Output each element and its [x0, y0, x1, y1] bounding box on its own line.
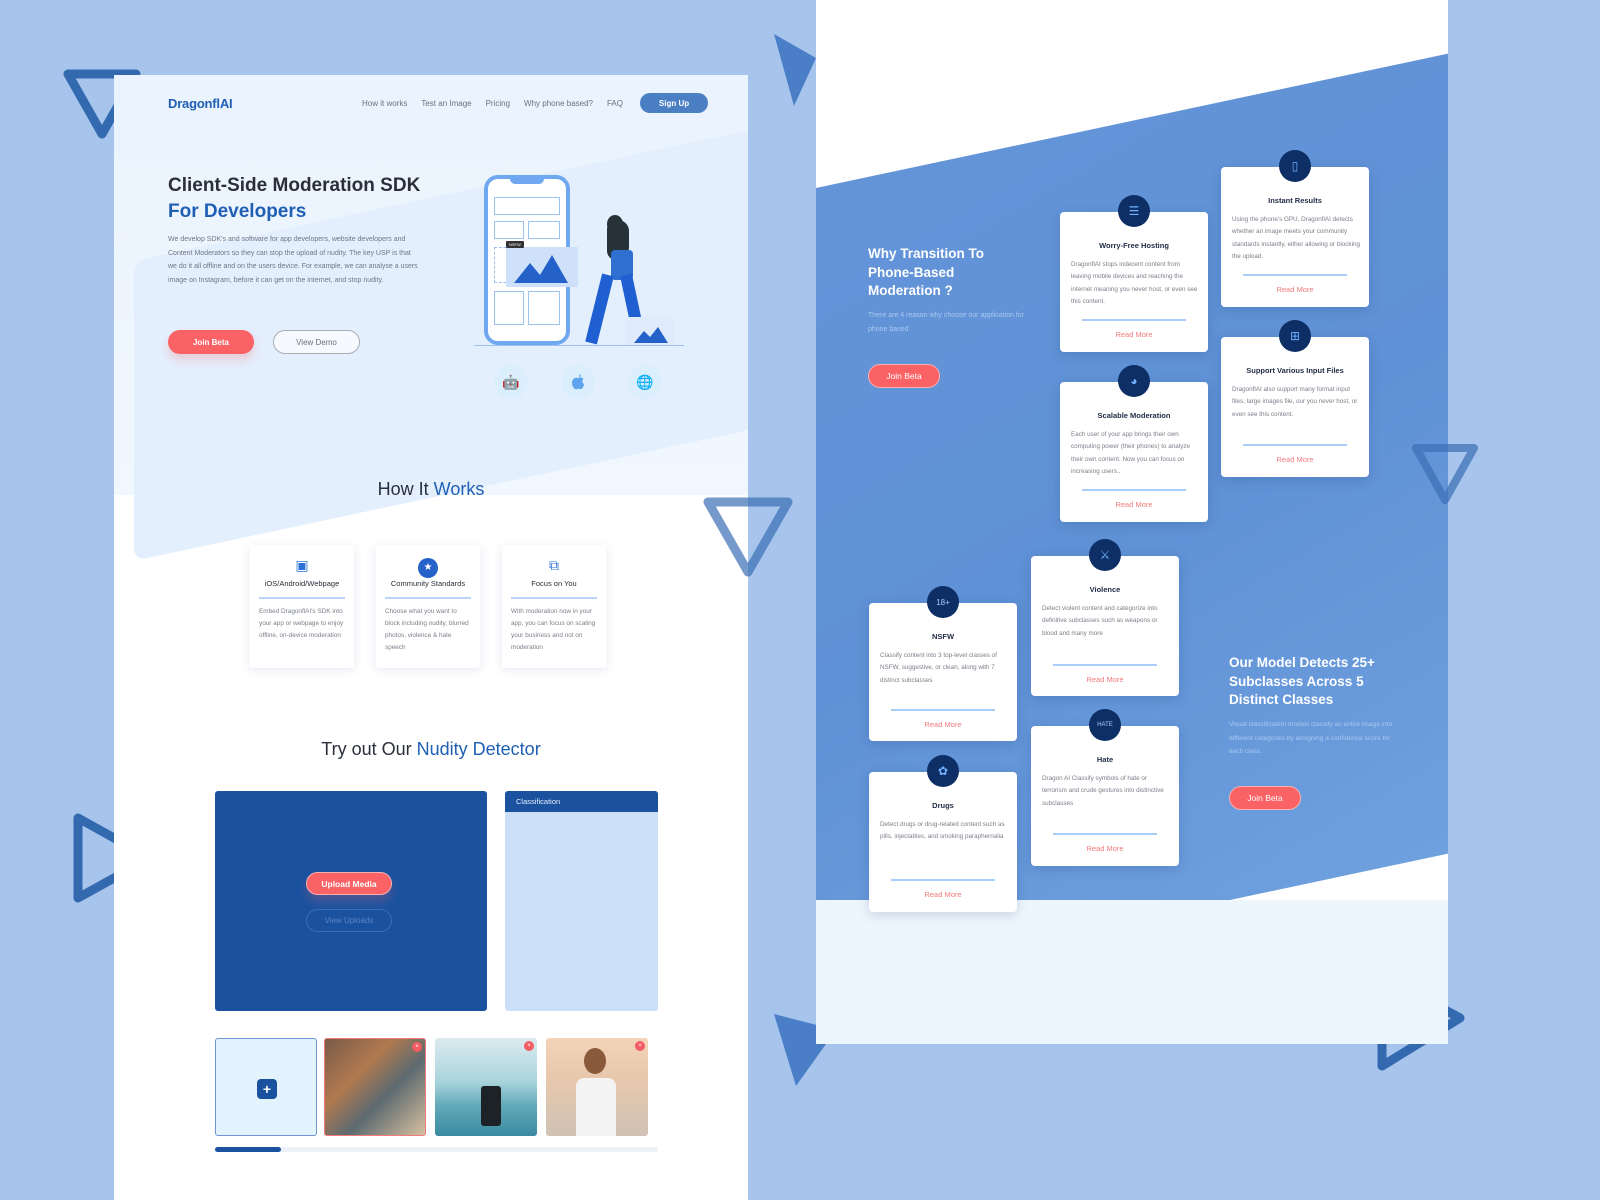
logo[interactable]: DragonflAI: [168, 96, 233, 111]
grid-nodes-icon: ⊞: [1279, 320, 1311, 352]
read-more-link[interactable]: Read More: [1276, 285, 1314, 294]
remove-icon[interactable]: ×: [635, 1041, 645, 1051]
how-it-works-title: How It Works: [377, 479, 485, 499]
landing-page-left: DragonflAI How it works Test an Image Pr…: [114, 75, 748, 1200]
nsfw-tag: NSFW: [506, 241, 524, 248]
remove-icon[interactable]: ×: [524, 1041, 534, 1051]
read-more-link[interactable]: Read More: [1115, 330, 1153, 339]
read-more-link[interactable]: Read More: [924, 890, 962, 899]
nav-link-why-phone[interactable]: Why phone based?: [524, 99, 593, 108]
thumbnail-phone-sea[interactable]: ×: [435, 1038, 537, 1136]
thumbnail-woman-beach[interactable]: ×: [546, 1038, 648, 1136]
reason-card-hosting: ☰ Worry-Free Hosting DragonflAI stops in…: [1060, 195, 1208, 352]
read-more-link[interactable]: Read More: [1086, 844, 1124, 853]
small-image-frame: [626, 317, 674, 345]
server-icon: ☰: [1118, 195, 1150, 227]
drugs-icon: ✿: [927, 755, 959, 787]
hiw-card-platforms: ▣ iOS/Android/Webpage Embed DragonflAI's…: [250, 545, 354, 668]
eighteen-plus-icon: 18+: [927, 586, 959, 618]
reason-card-scalable: ◕ Scalable Moderation Each user of your …: [1060, 365, 1208, 522]
upload-media-button[interactable]: Upload Media: [306, 872, 392, 895]
triangle-outline-icon: [1412, 444, 1478, 504]
transition-title: Why Transition To Phone-Based Moderation…: [868, 246, 984, 298]
read-more-link[interactable]: Read More: [924, 720, 962, 729]
triangle-shape: [774, 34, 816, 106]
classification-header: Classification: [505, 791, 658, 812]
model-subtitle: Visual classification models classify an…: [1229, 721, 1393, 755]
view-uploads-button[interactable]: View Uploads: [306, 909, 392, 932]
pie-chart-icon: ◕: [1118, 365, 1150, 397]
apple-icon[interactable]: [561, 365, 595, 399]
landing-page-right: Why Transition To Phone-Based Moderation…: [816, 0, 1448, 1044]
sign-up-button[interactable]: Sign Up: [640, 93, 708, 113]
carousel-scroll-thumb[interactable]: [215, 1147, 281, 1152]
plus-icon[interactable]: +: [257, 1079, 277, 1099]
globe-icon[interactable]: 🌐: [628, 365, 662, 399]
add-media-tile[interactable]: +: [215, 1038, 317, 1136]
nav-link-faq[interactable]: FAQ: [606, 99, 623, 108]
join-beta-button[interactable]: Join Beta: [1229, 786, 1301, 810]
phone-touch-icon: ▯: [1279, 150, 1311, 182]
bottom-band: [816, 900, 1448, 1044]
model-title: Our Model Detects 25+ Subclasses Across …: [1229, 655, 1375, 707]
read-more-link[interactable]: Read More: [1115, 500, 1153, 509]
devices-icon: ▣: [295, 557, 309, 573]
triangle-outline-icon: [703, 497, 793, 577]
transition-subtitle: There are 4 reason why choose our applic…: [868, 312, 1025, 333]
hero-description: We develop SDK's and software for app de…: [168, 236, 418, 284]
view-demo-button[interactable]: View Demo: [273, 330, 360, 354]
image-card-illustration: NSFW: [506, 241, 578, 287]
reason-card-instant: ▯ Instant Results Using the phone's GPU,…: [1221, 150, 1369, 307]
remove-icon[interactable]: ×: [412, 1042, 422, 1052]
read-more-link[interactable]: Read More: [1086, 675, 1124, 684]
hate-icon: HATE: [1089, 709, 1121, 741]
android-icon[interactable]: 🤖: [494, 365, 528, 399]
reason-card-input-files: ⊞ Support Various Input Files DragonflAI…: [1221, 320, 1369, 477]
thumbnail-squirrel[interactable]: ×: [324, 1038, 426, 1136]
nudity-detector-title: Try out Our Nudity Detector: [321, 739, 541, 759]
join-beta-button[interactable]: Join Beta: [868, 364, 940, 388]
star-badge-icon: ★: [376, 557, 480, 578]
class-card-hate: HATE Hate Dragon AI Classify symbols of …: [1031, 709, 1179, 866]
class-card-violence: ⚔ Violence Detect violent content and ca…: [1031, 539, 1179, 696]
join-beta-button[interactable]: Join Beta: [168, 330, 254, 354]
read-more-link[interactable]: Read More: [1276, 455, 1314, 464]
hero-title: Client-Side Moderation SDK: [168, 175, 421, 196]
nav-links: How it works Test an Image Pricing Why p…: [362, 99, 637, 108]
upload-dropzone[interactable]: Upload Media View Uploads: [215, 791, 487, 1011]
focus-icon: ⧉: [549, 557, 559, 573]
nav-link-test-image[interactable]: Test an Image: [421, 99, 472, 108]
hero-title-accent: For Developers: [168, 201, 307, 222]
classification-panel: Classification: [505, 791, 658, 1011]
class-card-nsfw: 18+ NSFW Classify content into 3 top-lev…: [869, 586, 1017, 741]
nav-link-how-it-works[interactable]: How it works: [362, 99, 408, 108]
carousel-scrollbar[interactable]: [215, 1147, 658, 1152]
violence-icon: ⚔: [1089, 539, 1121, 571]
hiw-card-standards: ★ Community Standards Choose what you wa…: [376, 545, 480, 668]
nav-link-pricing[interactable]: Pricing: [485, 99, 511, 108]
navbar: DragonflAI How it works Test an Image Pr…: [114, 75, 748, 135]
hiw-card-focus: ⧉ Focus on You With moderation now in yo…: [502, 545, 606, 668]
class-card-drugs: ✿ Drugs Detect drugs or drug-related con…: [869, 755, 1017, 912]
